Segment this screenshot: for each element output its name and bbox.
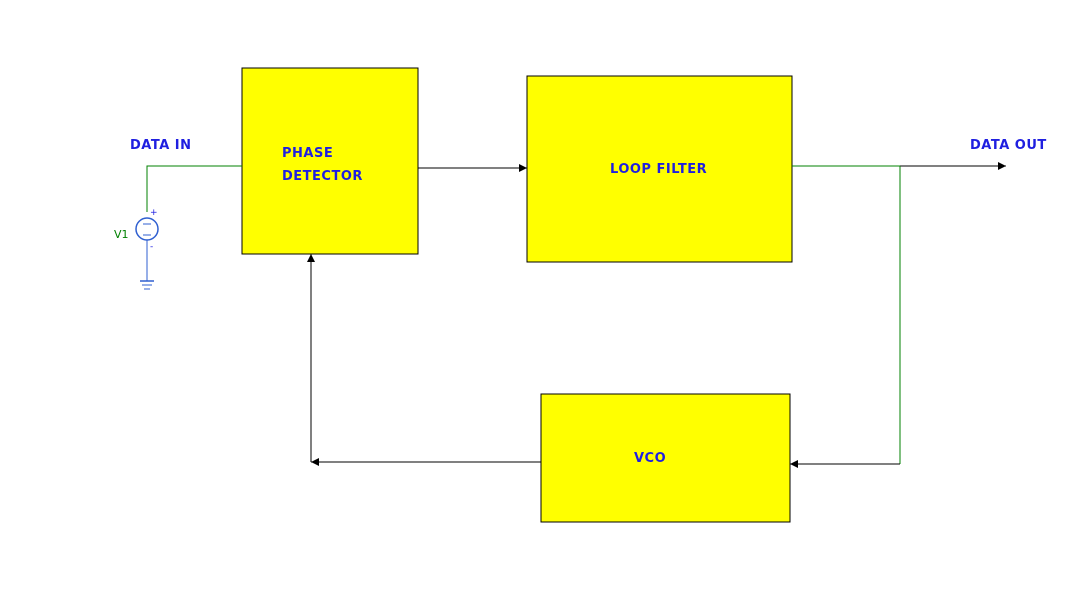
phase-detector-block	[241, 67, 419, 255]
data-in-label: DATA IN	[130, 138, 192, 153]
vco-label: VCO	[634, 451, 667, 466]
vco-block	[540, 393, 791, 523]
loop-filter-block	[526, 75, 793, 263]
source-plus-label: +	[150, 208, 158, 218]
loop-filter-label: LOOP FILTER	[610, 162, 708, 177]
phase-detector-label-line2: DETECTOR	[282, 169, 363, 184]
data-in-wire	[146, 165, 242, 212]
phase-detector-label-line1: PHASE	[282, 146, 334, 161]
data-out-label: DATA OUT	[970, 138, 1047, 153]
voltage-source-symbol	[135, 217, 159, 241]
source-minus-label: -	[150, 242, 154, 252]
source-name-label: V1	[114, 228, 129, 241]
